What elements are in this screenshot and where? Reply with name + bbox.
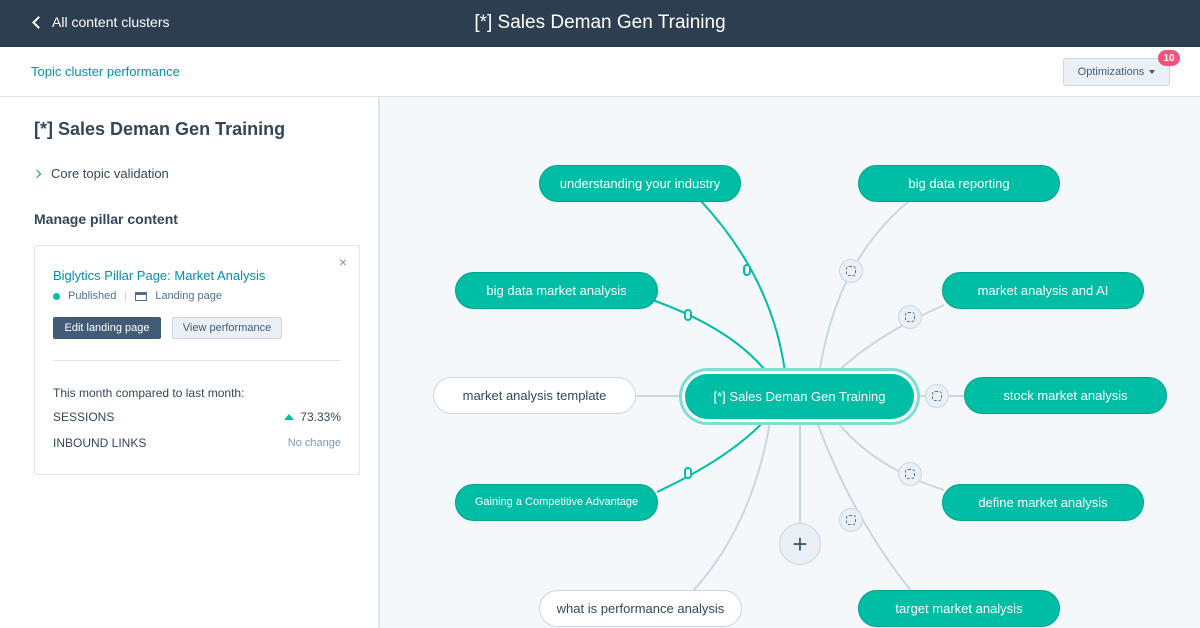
topic-cluster-performance-link[interactable]: Topic cluster performance <box>31 64 180 79</box>
close-icon[interactable]: × <box>338 254 347 270</box>
pillar-meta: Published Landing page <box>53 290 222 302</box>
inbound-links-value: No change <box>287 437 341 449</box>
node-core-topic[interactable]: [*] Sales Deman Gen Training <box>685 374 914 419</box>
broken-link-icon[interactable] <box>898 462 922 486</box>
broken-link-glyph-icon <box>846 515 856 525</box>
cluster-title: [*] Sales Deman Gen Training <box>34 119 286 139</box>
sessions-value-wrap: 73.33% <box>284 410 341 424</box>
link-connected-icon[interactable] <box>743 264 751 276</box>
broken-link-icon[interactable] <box>925 384 949 408</box>
page-type-text: Landing page <box>155 290 223 302</box>
node-stock-market-analysis[interactable]: stock market analysis <box>964 377 1167 414</box>
trend-up-icon <box>284 414 295 420</box>
broken-link-glyph-icon <box>905 469 915 479</box>
status-text: Published <box>68 290 117 302</box>
node-what-is-performance-analysis[interactable]: what is performance analysis <box>539 590 742 627</box>
node-market-analysis-template[interactable]: market analysis template <box>433 377 636 414</box>
broken-link-glyph-icon <box>846 266 856 276</box>
comparison-label: This month compared to last month: <box>53 386 245 400</box>
view-performance-button[interactable]: View performance <box>172 317 282 339</box>
optimizations-count-badge: 10 <box>1158 50 1180 66</box>
sub-header: Topic cluster performance Optimizations <box>0 47 1200 97</box>
node-big-data-reporting[interactable]: big data reporting <box>858 165 1060 202</box>
connector-define <box>834 418 945 491</box>
broken-link-icon[interactable] <box>839 259 863 283</box>
landing-page-icon <box>135 291 148 301</box>
connector-understanding <box>699 199 786 373</box>
page-title: [*] Sales Deman Gen Training <box>474 12 726 33</box>
core-topic-validation-toggle[interactable]: Core topic validation <box>32 166 169 181</box>
node-target-market-analysis[interactable]: target market analysis <box>858 590 1060 627</box>
top-bar: All content clusters [*] Sales Deman Gen… <box>0 0 1200 47</box>
core-topic-label: Core topic validation <box>51 166 169 181</box>
cluster-canvas: understanding your industry big data rep… <box>382 97 1200 628</box>
meta-separator <box>125 290 127 302</box>
inbound-links-label: INBOUND LINKS <box>53 436 147 450</box>
status-dot-icon <box>53 292 60 300</box>
connector-gaining <box>656 416 769 493</box>
sessions-value: 73.33% <box>300 410 341 424</box>
manage-pillar-heading: Manage pillar content <box>34 211 178 227</box>
chevron-right-icon <box>32 169 42 178</box>
optimizations-label: Optimizations <box>1077 66 1145 78</box>
broken-link-icon[interactable] <box>898 305 922 329</box>
broken-link-glyph-icon <box>932 391 942 401</box>
card-divider <box>53 360 341 361</box>
left-panel: [*] Sales Deman Gen Training Core topic … <box>0 97 380 628</box>
connector-performance <box>691 421 771 593</box>
broken-link-glyph-icon <box>905 312 915 322</box>
node-define-market-analysis[interactable]: define market analysis <box>942 484 1144 521</box>
node-understanding-your-industry[interactable]: understanding your industry <box>539 165 741 202</box>
node-gaining-competitive-advantage[interactable]: Gaining a Competitive Advantage <box>455 484 658 521</box>
connector-big-data-market <box>643 296 769 375</box>
link-connected-icon[interactable] <box>684 309 692 321</box>
node-big-data-market-analysis[interactable]: big data market analysis <box>455 272 658 309</box>
pillar-content-card: × Biglytics Pillar Page: Market Analysis… <box>34 245 360 475</box>
back-to-clusters-link[interactable]: All content clusters <box>32 14 170 30</box>
back-label: All content clusters <box>52 14 170 30</box>
connector-target <box>816 421 913 593</box>
add-subtopic-button[interactable]: + <box>779 523 821 565</box>
caret-down-icon <box>1149 70 1156 74</box>
edit-landing-page-button[interactable]: Edit landing page <box>53 317 161 339</box>
link-connected-icon[interactable] <box>684 467 692 479</box>
pillar-page-link[interactable]: Biglytics Pillar Page: Market Analysis <box>53 268 266 283</box>
node-market-analysis-and-ai[interactable]: market analysis and AI <box>942 272 1144 309</box>
plus-icon: + <box>792 528 808 559</box>
broken-link-icon[interactable] <box>839 508 863 532</box>
sessions-label: SESSIONS <box>53 410 115 424</box>
optimizations-dropdown-button[interactable]: Optimizations <box>1063 58 1170 86</box>
connector-ai <box>831 304 945 378</box>
